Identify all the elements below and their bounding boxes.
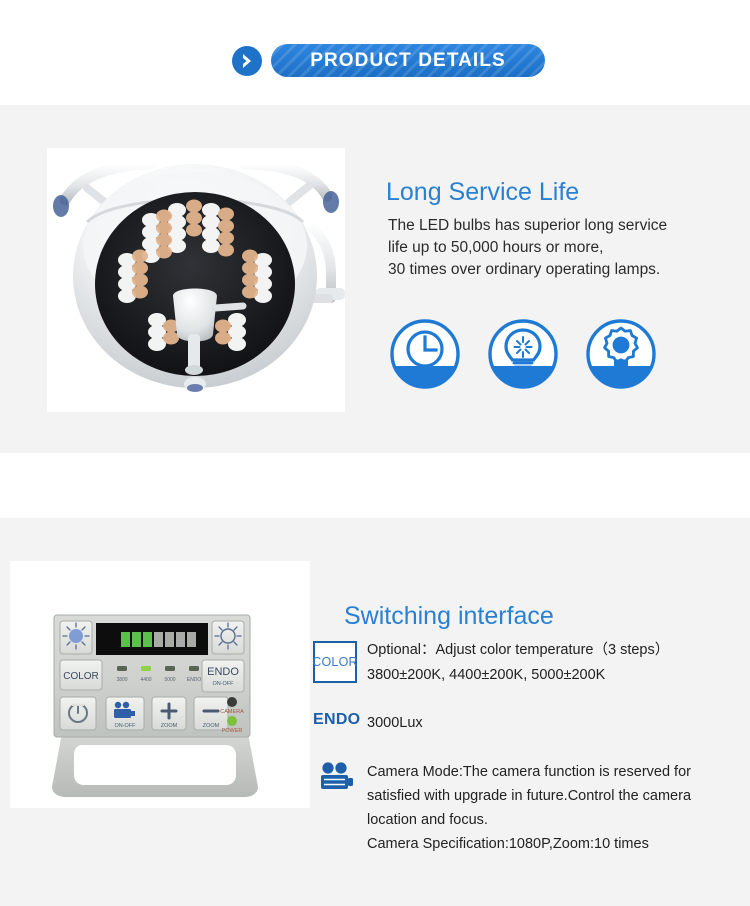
control-panel-photo: COLOR ENDO ON-OFF 3800 4400 5000 ENDO	[10, 561, 310, 808]
section-heading-switching-interface: Switching interface	[344, 601, 554, 630]
lcd-segments	[121, 632, 196, 647]
svg-text:ZOOM: ZOOM	[161, 723, 178, 729]
chevron-right-circle-icon	[232, 45, 262, 76]
clock-icon	[390, 319, 460, 389]
color-spec-text: Optional：Adjust color temperature（3 step…	[367, 642, 670, 683]
svg-text:3800: 3800	[116, 677, 127, 683]
lightbulb-icon	[488, 319, 558, 389]
svg-text:4400: 4400	[140, 677, 151, 683]
svg-text:5000: 5000	[164, 677, 175, 683]
chevron-right-glyph	[243, 53, 251, 68]
lamp-illustration	[47, 148, 345, 412]
color-spec-badge: COLOR	[312, 641, 358, 683]
svg-text:ON-OFF: ON-OFF	[212, 681, 234, 687]
product-details-banner: PRODUCT DETAILS	[0, 0, 750, 105]
product-details-badge: PRODUCT DETAILS	[271, 44, 545, 77]
video-camera-icon	[321, 762, 353, 789]
led-bulb-clusters	[118, 199, 272, 351]
award-ribbon-icon	[586, 319, 656, 389]
control-panel-illustration: COLOR ENDO ON-OFF 3800 4400 5000 ENDO	[10, 561, 310, 808]
endo-spec-text: 3000Lux	[367, 715, 423, 731]
camera-spec-text: Camera Mode:The camera function is reser…	[367, 764, 692, 852]
long-service-life-body: The LED bulbs has superior long service …	[388, 217, 668, 278]
camera-spec-icon	[320, 762, 354, 792]
svg-text:POWER: POWER	[222, 728, 243, 734]
svg-text:ENDO: ENDO	[207, 666, 239, 678]
svg-text:ZOOM: ZOOM	[203, 723, 220, 729]
svg-text:CAMERA: CAMERA	[220, 709, 244, 715]
surgical-led-lamp-photo	[47, 148, 345, 412]
svg-text:ENDO: ENDO	[187, 677, 202, 683]
feature-icon-row	[389, 318, 657, 390]
product-details-label: PRODUCT DETAILS	[310, 49, 506, 71]
svg-text:ON-OFF: ON-OFF	[114, 723, 136, 729]
endo-spec-badge: ENDO	[313, 711, 361, 728]
svg-text:COLOR: COLOR	[63, 671, 99, 682]
section-heading-long-service-life: Long Service Life	[386, 177, 580, 206]
